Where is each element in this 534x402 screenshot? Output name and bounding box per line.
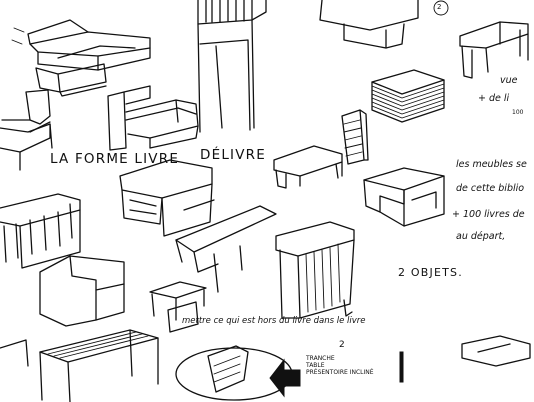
note-right-3: + 100 livres de (452, 209, 525, 220)
title-right: DÉLIVRE (200, 147, 266, 163)
label-objects: 2 OBJETS. (398, 266, 463, 279)
caption-bottom: mettre ce qui est hors du livre dans le … (182, 316, 366, 326)
note-right-2: de cette biblio (456, 183, 525, 194)
circled-number-ring (433, 0, 449, 16)
rolled-shape-sketch (461, 335, 531, 367)
title-left: LA FORME LIVRE (50, 151, 180, 167)
box-bench-sketch (363, 167, 445, 227)
box-drawer-sketch (319, 0, 419, 49)
table-note-line1: TRANCHE (306, 355, 335, 362)
circled-number: 2 (437, 3, 442, 11)
arrow-icon (269, 358, 301, 398)
book-stack-sketch (371, 69, 445, 123)
note-right-4: au départ, (456, 231, 506, 242)
long-bench-sketch (459, 21, 529, 79)
stepped-shelf-sketch (11, 19, 151, 71)
small-frame-sketch (35, 63, 107, 97)
chair-form-sketch (0, 89, 53, 171)
large-bench-sketch (119, 159, 215, 237)
l-seat-sketch (39, 255, 125, 327)
note-top-b: + de li (478, 93, 510, 104)
small-slatted-unit-sketch (341, 109, 369, 165)
stool-pair-sketch (149, 281, 207, 333)
tilted-table-sketch (175, 205, 277, 293)
vertical-mark (399, 351, 404, 383)
number-two-bottom: 2 (339, 340, 346, 350)
low-table-sketch (273, 145, 343, 189)
note-right-1: les meubles se (456, 159, 527, 170)
ladder-bookcase-sketch (0, 193, 81, 269)
slatted-bench-sketch (0, 329, 159, 402)
slatted-cabinet-sketch (275, 221, 355, 319)
table-note-line2: TABLE (306, 362, 325, 369)
cantilever-shelf-sketch (107, 85, 199, 151)
note-top-c: 100 (512, 109, 524, 116)
note-top-a: vue (500, 75, 518, 86)
tall-cabinet-sketch (197, 0, 267, 133)
table-note-line3: PRÉSENTOIRE INCLINÉ (306, 369, 374, 376)
